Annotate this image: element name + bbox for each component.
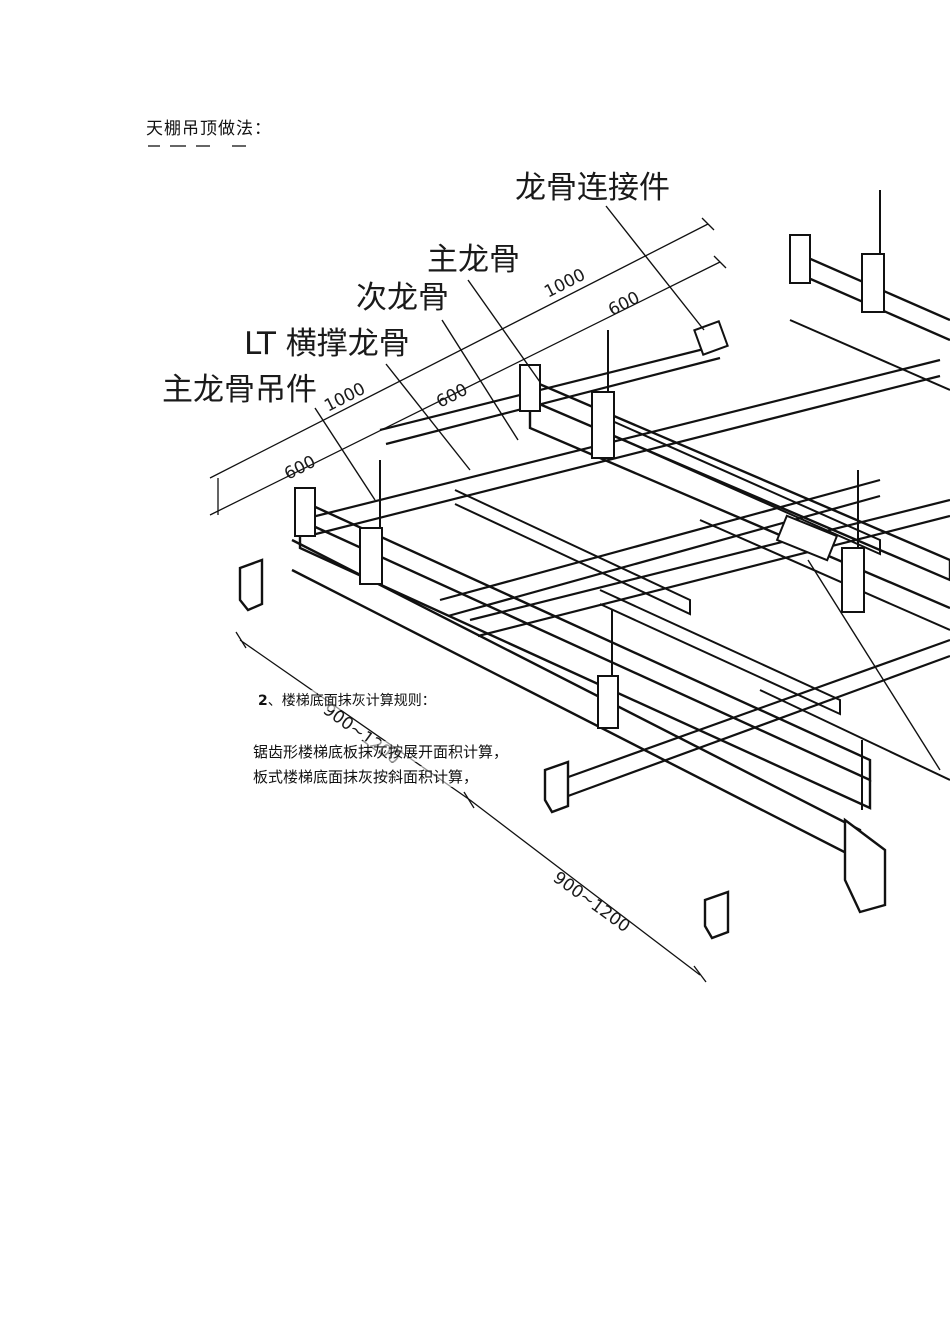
dim-bottom-range: 900~1200 xyxy=(549,868,634,937)
rule-heading-text: 、楼梯底面抹灰计算规则： xyxy=(267,693,436,709)
rule-line-2: 板式楼梯底面抹灰按斜面积计算， xyxy=(253,766,479,787)
keel-end-profiles xyxy=(238,558,887,940)
callout-connector: 龙骨连接件 xyxy=(515,170,670,206)
callout-labels: 龙骨连接件 主龙骨 次龙骨 LT 横撑龙骨 主龙骨吊件 xyxy=(162,170,670,408)
callout-secondary-keel: 次龙骨 xyxy=(356,280,449,316)
hangers xyxy=(294,190,885,810)
rule-line-1: 锯齿形楼梯底板抹灰按展开面积计算， xyxy=(253,741,509,762)
rule-number: 2 xyxy=(258,693,268,709)
connector-piece xyxy=(693,320,839,562)
callout-lt-brace-keel: LT 横撑龙骨 xyxy=(244,326,410,362)
secondary-keels xyxy=(299,343,950,798)
dimension-labels: 1000 600 1000 600 600 900~1200 900~1200 xyxy=(281,265,643,937)
page-heading: 天棚吊顶做法： xyxy=(146,119,272,139)
dim-top-600: 600 xyxy=(605,288,643,321)
dim-left-600: 600 xyxy=(281,452,319,485)
dim-mid-1000: 1000 xyxy=(321,379,369,416)
lt-braces xyxy=(454,319,950,781)
callout-main-keel: 主龙骨 xyxy=(427,242,520,278)
callout-main-keel-hanger: 主龙骨吊件 xyxy=(162,372,317,408)
rule-heading: 2、楼梯底面抹灰计算规则： xyxy=(258,690,436,710)
leader-lines xyxy=(314,205,941,771)
